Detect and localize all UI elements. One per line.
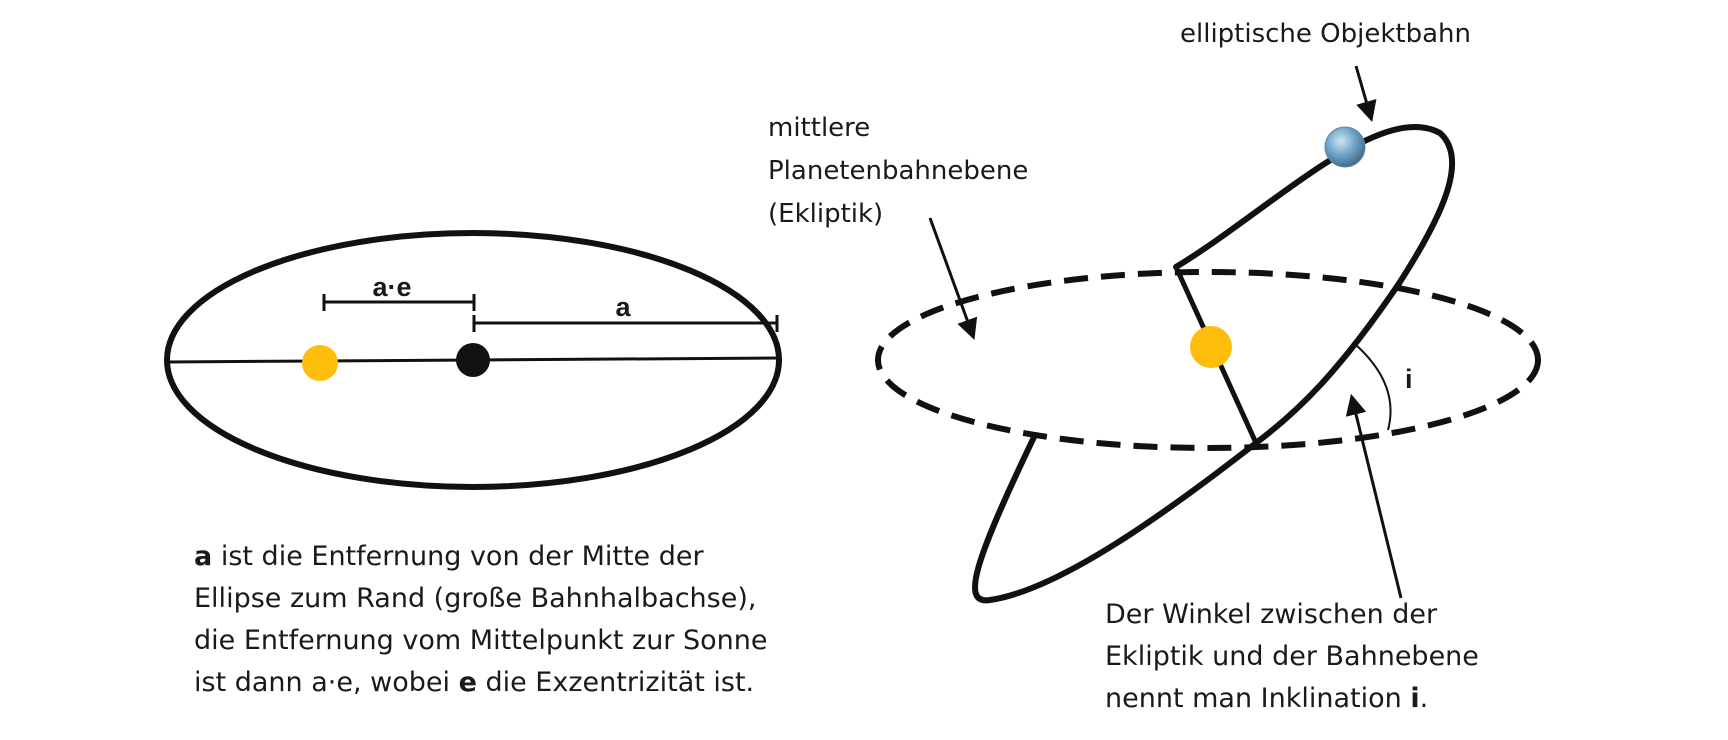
caption-right-line3-pre: nennt man Inklination	[1105, 683, 1411, 714]
caption-right-i: i	[1410, 683, 1420, 714]
label-i: i	[1405, 364, 1413, 394]
planet-icon	[1324, 126, 1366, 168]
label-ae: a·e	[372, 272, 411, 302]
label-plane-line2: Planetenbahnebene	[768, 156, 1028, 186]
label-a: a	[615, 292, 631, 322]
inclination-angle-arc	[1355, 344, 1392, 431]
label-elliptical-orbit: elliptische Objektbahn	[1180, 19, 1471, 49]
caption-right-line3-post: .	[1419, 683, 1429, 714]
caption-left-line3: die Entfernung vom Mittelpunkt zur Sonne	[194, 625, 768, 656]
arrow-to-ecliptic	[928, 217, 978, 340]
sun-focus	[302, 345, 338, 381]
arrow-to-angle	[1345, 393, 1403, 599]
caption-right-line3: nennt man Inklination i.	[1105, 678, 1479, 720]
left-ellipse-diagram: a·e a	[164, 230, 782, 490]
right-inclination-diagram: i elliptische Objektbahn mittlere Planet…	[768, 19, 1541, 604]
caption-left-line2: Ellipse zum Rand (große Bahnhalbachse),	[194, 583, 757, 614]
ellipse-center-point	[456, 343, 490, 377]
arrow-to-orbit	[1354, 65, 1377, 123]
caption-right-line1: Der Winkel zwischen der	[1105, 599, 1438, 630]
caption-left-a: a	[194, 541, 213, 572]
orbit-ellipse	[164, 230, 782, 490]
ecliptic-plane-ellipse	[875, 269, 1541, 451]
caption-right: Der Winkel zwischen der Ekliptik und der…	[1105, 594, 1479, 720]
ae-dimension: a·e	[322, 272, 476, 311]
label-plane-line3: (Ekliptik)	[768, 199, 883, 229]
caption-left-line4-post: die Exzentrizität ist.	[476, 667, 755, 698]
caption-left-line1: a ist die Entfernung von der Mitte der	[194, 536, 768, 578]
caption-left: a ist die Entfernung von der Mitte der E…	[194, 536, 768, 704]
object-orbit-front	[972, 282, 1401, 604]
caption-right-line2: Ekliptik und der Bahnebene	[1105, 641, 1479, 672]
caption-left-line4: ist dann a·e, wobei e die Exzentrizität …	[194, 662, 768, 704]
object-orbit-back	[1173, 124, 1456, 288]
label-plane-line1: mittlere	[768, 113, 870, 143]
caption-left-e: e	[458, 667, 477, 698]
caption-left-line4-pre: ist dann a·e, wobei	[194, 667, 459, 698]
a-dimension: a	[472, 292, 779, 332]
caption-left-line1-text: ist die Entfernung von der Mitte der	[212, 541, 704, 572]
sun	[1190, 326, 1232, 368]
